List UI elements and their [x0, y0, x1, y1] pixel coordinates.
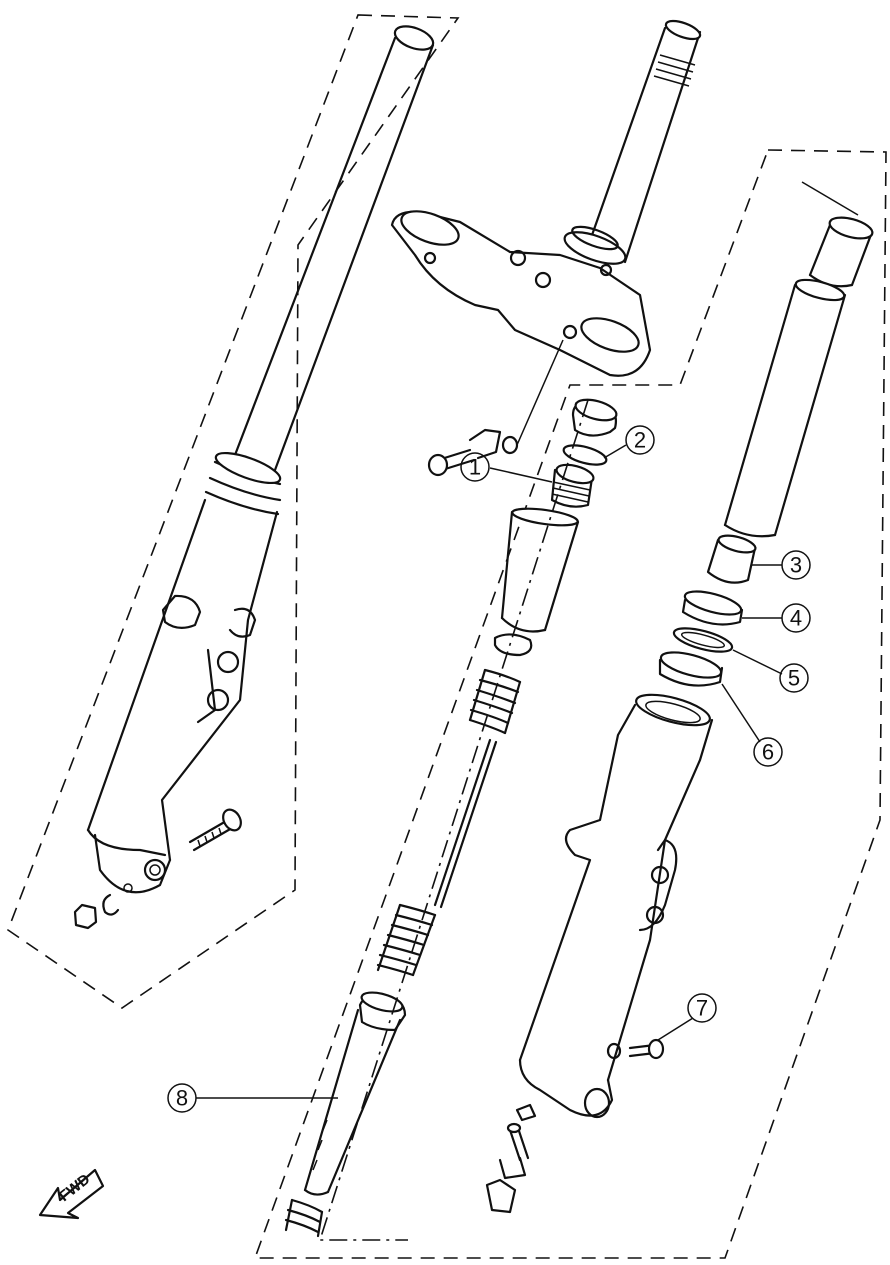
left-fork-assembly — [73, 25, 435, 930]
right-fork-assembly — [485, 181, 874, 1214]
callout-3: 3 — [752, 550, 811, 580]
assembly-centerline — [318, 399, 589, 1241]
fwd-arrow-icon: FWD — [38, 1168, 105, 1220]
callout-3-label: 3 — [790, 553, 802, 578]
callout-7: 7 — [657, 993, 717, 1041]
callout-5: 5 — [732, 649, 809, 693]
left-fork-boundary — [7, 14, 460, 1009]
steering-stem-assembly — [390, 19, 702, 477]
right-fork-boundary — [253, 149, 887, 1259]
callout-2-label: 2 — [634, 428, 646, 453]
callout-4: 4 — [742, 603, 811, 633]
callout-6-label: 6 — [762, 740, 774, 765]
callout-4-label: 4 — [790, 606, 802, 631]
callout-5-label: 5 — [788, 666, 800, 691]
callout-8: 8 — [167, 1083, 338, 1113]
callout-6: 6 — [721, 683, 783, 767]
callout-7-label: 7 — [696, 996, 708, 1021]
callout-2: 2 — [603, 425, 655, 459]
callout-1: 1 — [460, 452, 553, 483]
callout-8-label: 8 — [176, 1086, 188, 1111]
callout-1-label: 1 — [469, 455, 481, 480]
